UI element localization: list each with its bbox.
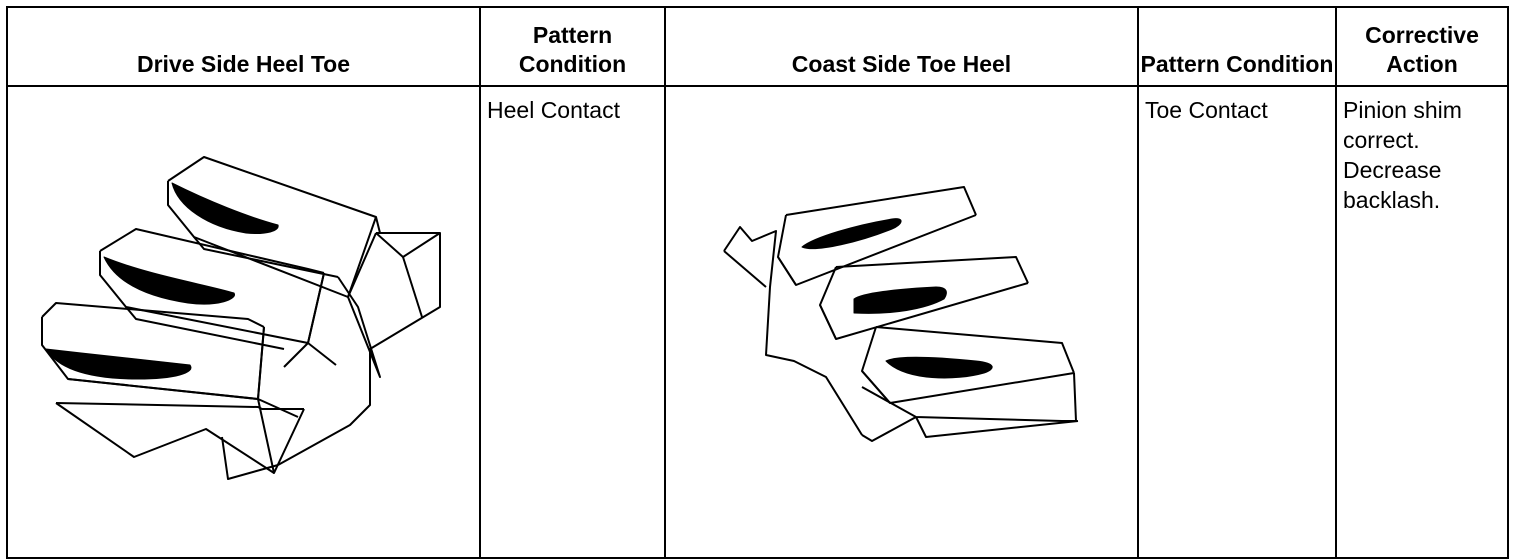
coast-side-illustration-cell	[664, 85, 1139, 559]
drive-pattern-condition-cell: Heel Contact	[479, 85, 666, 559]
coast-side-gear-illustration	[723, 186, 1079, 442]
header-pattern-condition-coast: Pattern Condition	[1137, 6, 1337, 87]
header-corrective-action: Corrective Action	[1335, 6, 1509, 87]
gear-pattern-table: Drive Side Heel Toe Pattern Condition Co…	[6, 6, 1509, 559]
header-coast-side: Coast Side Toe Heel	[664, 6, 1139, 87]
header-row: Drive Side Heel Toe Pattern Condition Co…	[6, 6, 1509, 87]
header-pattern-condition-drive: Pattern Condition	[479, 6, 666, 87]
coast-pattern-condition-cell: Toe Contact	[1137, 85, 1337, 559]
corrective-action-cell: Pinion shim correct. Decrease backlash.	[1335, 85, 1509, 559]
drive-side-illustration-cell	[6, 85, 481, 559]
gear-pattern-table-container: Drive Side Heel Toe Pattern Condition Co…	[6, 6, 1509, 559]
drive-side-gear-illustration	[41, 156, 441, 480]
table-row: Heel Contact	[6, 85, 1509, 559]
header-drive-side: Drive Side Heel Toe	[6, 6, 481, 87]
